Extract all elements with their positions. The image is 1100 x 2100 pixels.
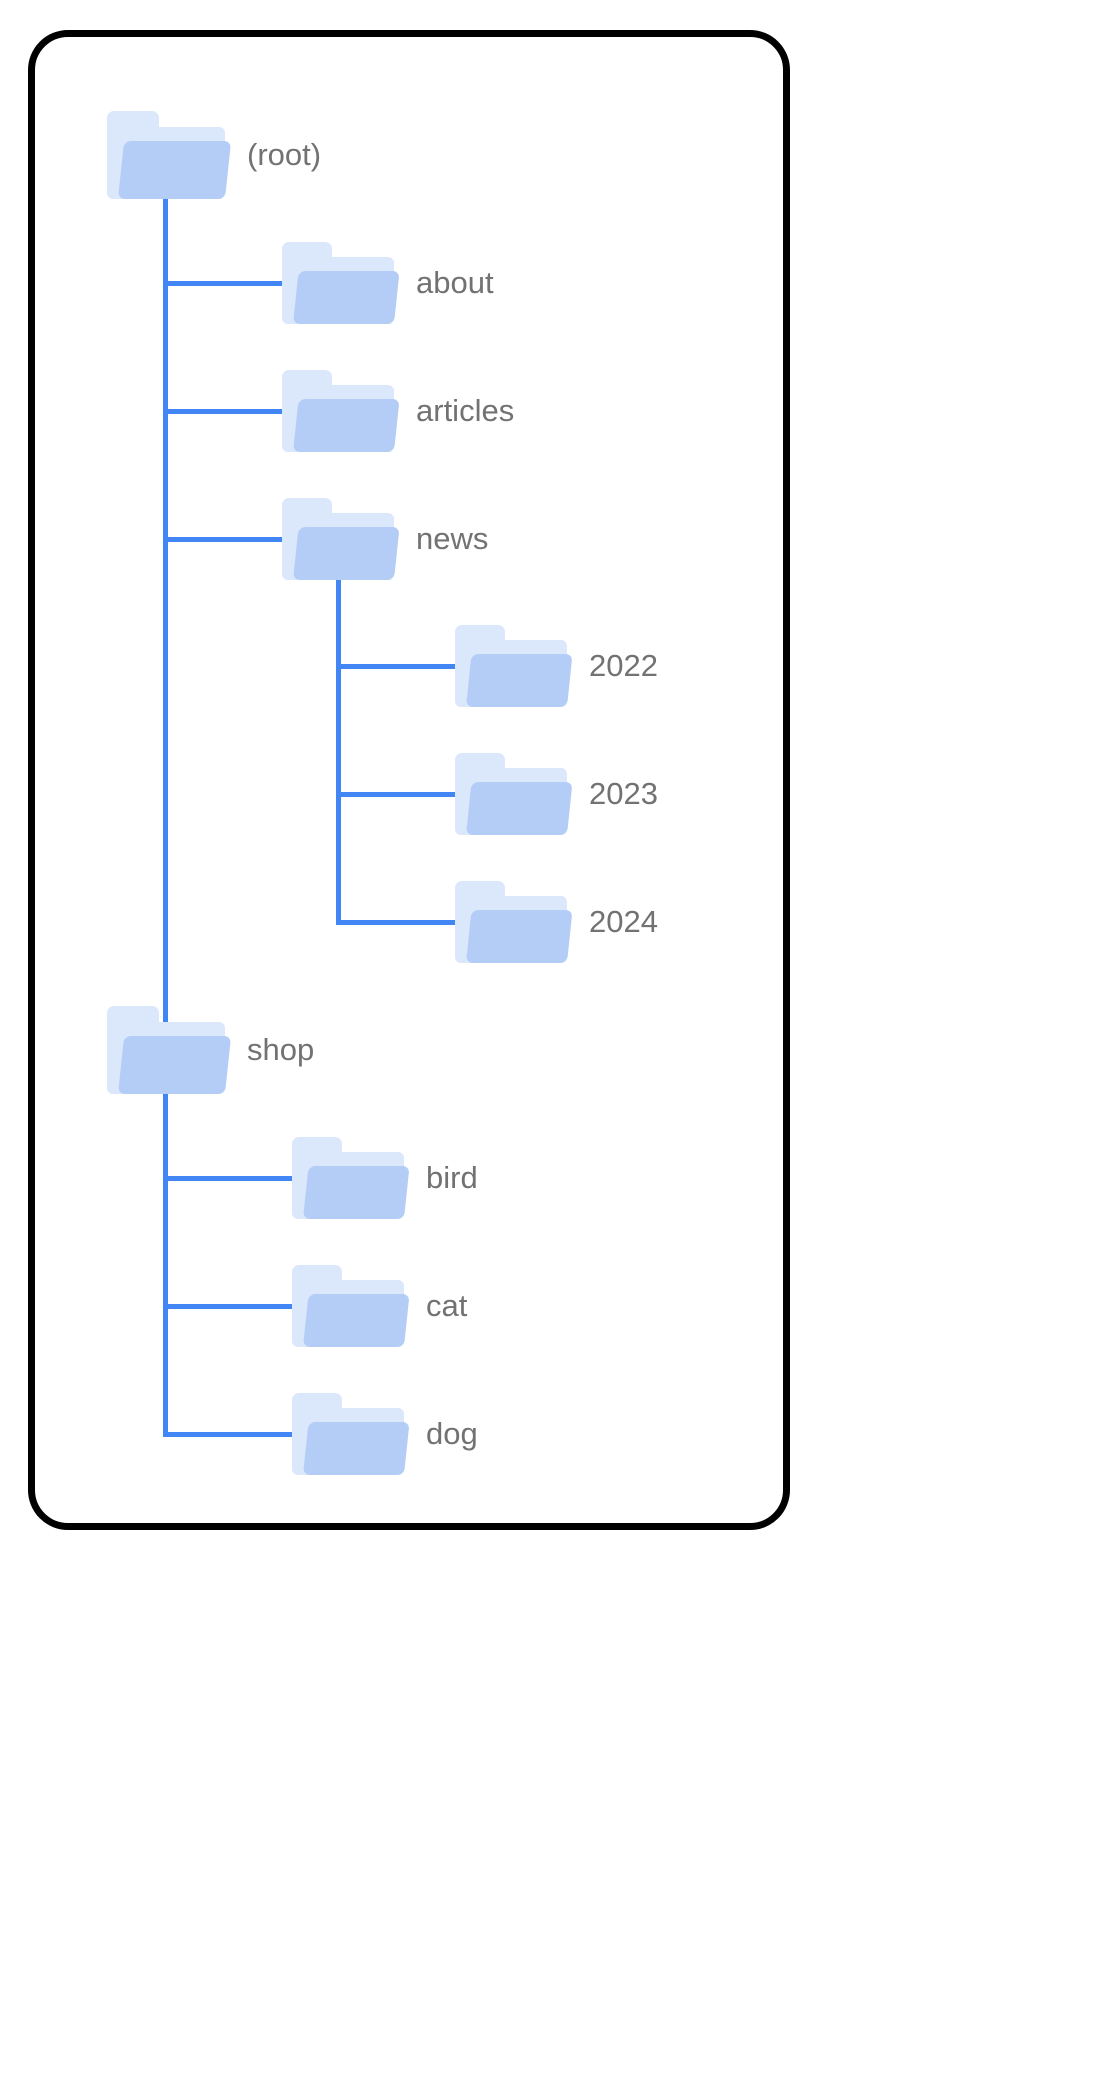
tree-node-articles[interactable]: articles	[282, 370, 514, 452]
tree-node-label: news	[416, 521, 489, 556]
folder-front	[466, 782, 573, 835]
folder-front	[118, 1036, 232, 1094]
tree-node-dog[interactable]: dog	[292, 1393, 478, 1475]
tree-node-label: 2024	[589, 904, 658, 939]
folder-front	[293, 399, 400, 452]
tree-node-label: bird	[426, 1160, 478, 1195]
folder-front	[293, 527, 400, 580]
tree-node-shop[interactable]: shop	[107, 1006, 314, 1094]
folder-front	[303, 1294, 410, 1347]
folder-front	[466, 910, 573, 963]
folder-icon	[292, 1265, 410, 1347]
tree-connector-horizontal	[162, 280, 282, 286]
tree-connector-horizontal	[335, 663, 455, 669]
tree-node-label: articles	[416, 393, 515, 428]
folder-front	[303, 1166, 410, 1219]
tree-node-label: dog	[426, 1416, 478, 1451]
tree-connector-horizontal	[335, 919, 455, 925]
tree-node-label: 2022	[589, 648, 658, 683]
folder-icon	[455, 881, 573, 963]
tree-node-y2023[interactable]: 2023	[455, 753, 658, 835]
file-tree-diagram: (root) about articles news 2022 2023 2024 shop b…	[35, 37, 783, 1523]
folder-icon	[107, 1006, 232, 1094]
folder-icon	[107, 111, 232, 199]
tree-node-cat[interactable]: cat	[292, 1265, 467, 1347]
folder-front	[303, 1422, 410, 1475]
tree-connector-horizontal	[162, 1431, 292, 1437]
folder-icon	[455, 625, 573, 707]
tree-connector-horizontal	[162, 408, 282, 414]
tree-connector-horizontal	[162, 1175, 292, 1181]
tree-node-label: about	[416, 265, 494, 300]
folder-front	[118, 141, 232, 199]
tree-connector-vertical	[335, 580, 341, 925]
tree-connector-horizontal	[162, 536, 282, 542]
tree-node-root[interactable]: (root)	[107, 111, 321, 199]
tree-node-y2022[interactable]: 2022	[455, 625, 658, 707]
tree-node-label: cat	[426, 1288, 468, 1323]
folder-icon	[292, 1393, 410, 1475]
tree-node-label: (root)	[247, 137, 322, 172]
folder-front	[466, 654, 573, 707]
tree-node-label: shop	[247, 1032, 315, 1067]
folder-icon	[282, 242, 400, 324]
tree-connector-vertical	[162, 1094, 168, 1437]
tree-node-y2024[interactable]: 2024	[455, 881, 658, 963]
diagram-card: (root) about articles news 2022 2023 2024 shop b…	[28, 30, 790, 1530]
folder-icon	[455, 753, 573, 835]
folder-icon	[282, 370, 400, 452]
folder-icon	[292, 1137, 410, 1219]
folder-front	[293, 271, 400, 324]
tree-connector-horizontal	[335, 791, 455, 797]
folder-icon	[282, 498, 400, 580]
tree-node-bird[interactable]: bird	[292, 1137, 478, 1219]
tree-connector-vertical	[162, 199, 168, 1053]
tree-node-news[interactable]: news	[282, 498, 488, 580]
tree-node-label: 2023	[589, 776, 658, 811]
tree-connector-horizontal	[162, 1303, 292, 1309]
tree-node-about[interactable]: about	[282, 242, 494, 324]
